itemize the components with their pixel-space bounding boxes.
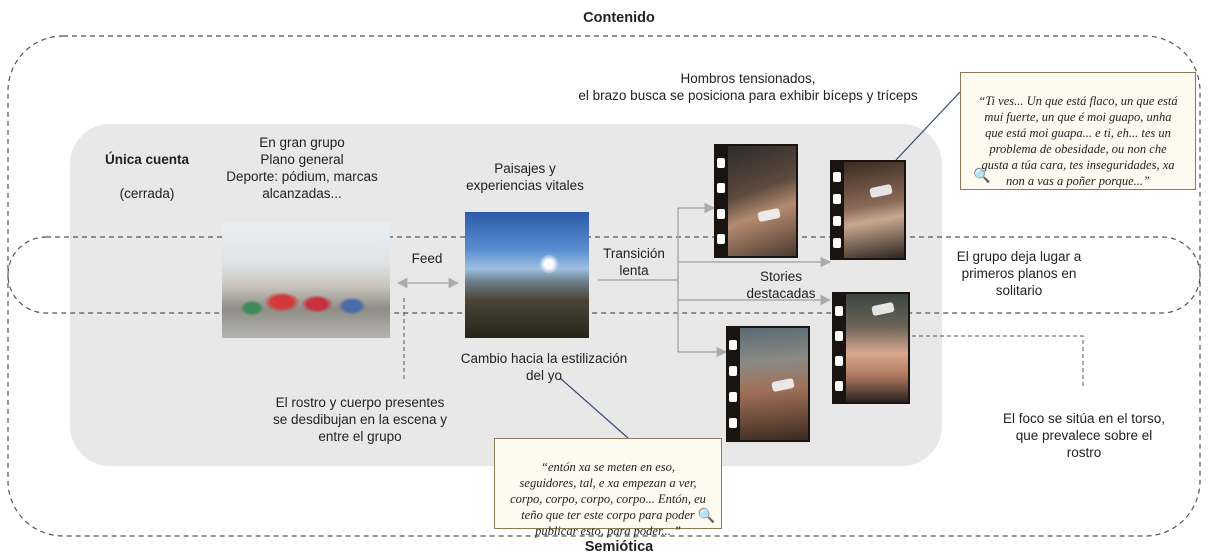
grupo-deja-text: El grupo deja lugar a primeros planos en… <box>956 249 1082 298</box>
hombros-text: Hombros tensionados, el brazo busca se p… <box>578 71 918 103</box>
paisajes-text: Paisajes y experiencias vitales <box>466 161 584 193</box>
film-strip-2 <box>830 160 906 260</box>
search-people-icon: 🔍 <box>697 509 715 524</box>
unica-cuenta-sub: (cerrada) <box>119 186 175 201</box>
rostro-text: El rostro y cuerpo presentes se desdibuj… <box>272 395 448 444</box>
semiotica-title: Semiótica <box>554 539 684 556</box>
film-strip-1 <box>714 144 798 258</box>
foco-text: El foco se sitúa en el torso, que preval… <box>1002 411 1166 460</box>
unica-cuenta-title: Única cuenta <box>104 152 190 167</box>
quote-bottom-center: “entón xa se meten en eso, seguidores, t… <box>494 438 722 538</box>
contenido-region <box>7 35 1201 537</box>
quote-top-right: “Ti ves... Un que está flaco, un que est… <box>960 72 1196 190</box>
semiotica-band <box>7 236 1201 314</box>
quote-bottom-center-text: “entón xa se meten en eso, seguidores, t… <box>510 460 706 538</box>
contenido-title: Contenido <box>583 10 655 26</box>
quote-top-leader <box>895 91 961 161</box>
group-photo <box>222 222 390 338</box>
unica-cuenta-label: Única cuenta (cerrada) <box>92 134 202 202</box>
film-strip-3 <box>832 292 910 404</box>
quote-top-right-text: “Ti ves... Un que está flaco, un que est… <box>978 94 1178 188</box>
film-strip-4 <box>726 326 810 442</box>
quote-bottom-leader <box>559 377 629 439</box>
branch-arrows <box>598 202 832 358</box>
stories-label: Stories destacadas <box>746 269 816 301</box>
gran-grupo-text: En gran grupo Plano general Deporte: pód… <box>226 135 378 201</box>
transicion-label: Transición lenta <box>603 246 665 278</box>
foco-connector <box>912 335 1084 388</box>
landscape-photo <box>465 212 589 338</box>
cambio-text: Cambio hacia la estilización del yo <box>460 351 628 383</box>
search-people-icon: 🔍 <box>973 169 991 184</box>
feed-label: Feed <box>411 251 443 266</box>
